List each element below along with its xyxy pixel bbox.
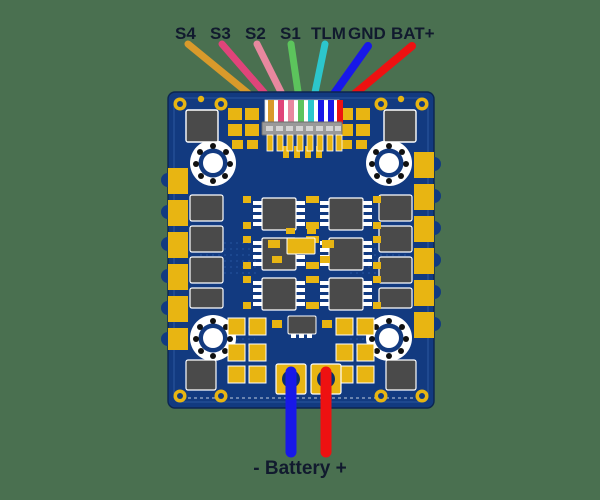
signal-connector <box>261 99 343 152</box>
mosfet <box>253 197 305 231</box>
mosfet <box>320 277 372 311</box>
mounting-hole-top-right <box>366 140 412 186</box>
edge-pads-left <box>161 168 188 350</box>
mosfet <box>253 277 305 311</box>
label-s2: S2 <box>245 24 266 43</box>
edge-pad <box>161 296 188 322</box>
top-smd-pads <box>228 108 370 158</box>
edge-pad <box>414 152 441 178</box>
corner-components <box>185 109 417 391</box>
edge-pad <box>414 248 441 274</box>
label-s4: S4 <box>175 24 196 43</box>
label-bat: BAT+ <box>391 24 435 43</box>
label-s3: S3 <box>210 24 231 43</box>
corner-screw-holes <box>173 95 429 403</box>
bottom-center-ic <box>272 315 332 338</box>
battery-label: - Battery + <box>253 458 347 479</box>
edge-pads-right <box>414 152 441 338</box>
center-components <box>268 228 334 263</box>
mounting-hole-top-left <box>190 140 236 186</box>
edge-pad <box>414 184 441 210</box>
mosfet-bank-left <box>243 196 314 311</box>
edge-pad <box>414 280 441 306</box>
battery-wires <box>285 366 332 458</box>
label-s1: S1 <box>280 24 301 43</box>
edge-pad <box>161 328 188 350</box>
edge-pad <box>414 216 441 242</box>
mosfet <box>320 197 372 231</box>
label-gnd: GND <box>348 24 386 43</box>
edge-pad <box>161 200 188 226</box>
edge-pad <box>161 168 188 194</box>
edge-pad <box>161 232 188 258</box>
edge-pad <box>414 312 441 338</box>
label-tlm: TLM <box>311 24 346 43</box>
bottom-smd-pad-clusters <box>227 317 375 384</box>
edge-pad <box>161 264 188 290</box>
mounting-hole-bottom-right <box>366 315 412 361</box>
